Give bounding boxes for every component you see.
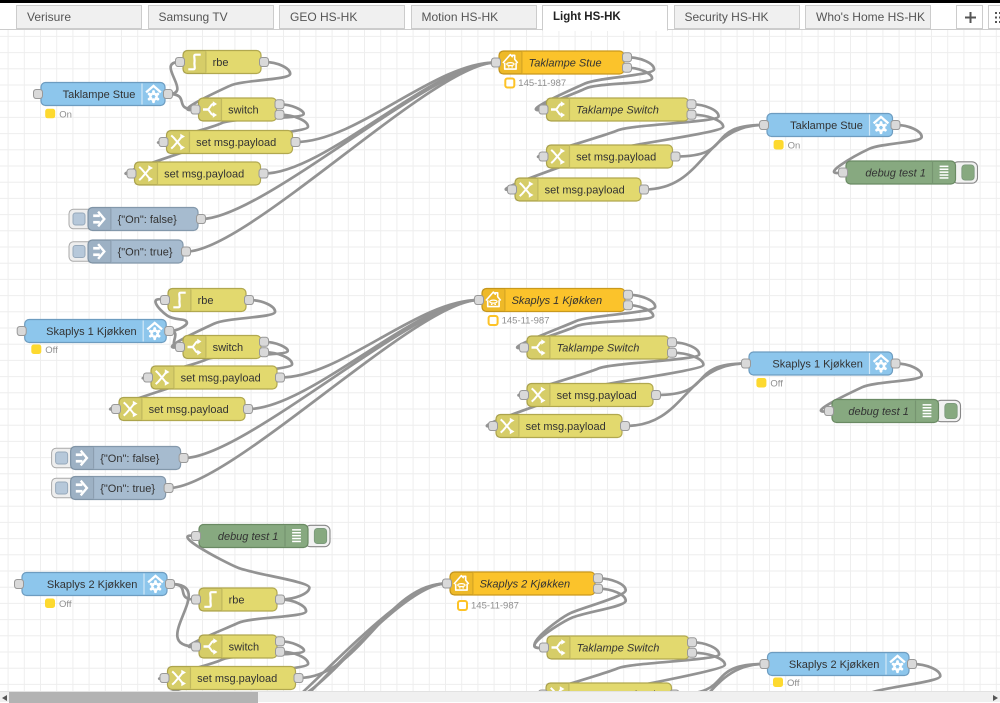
svg-text:set msg.payload: set msg.payload [149,404,229,416]
svg-text:Taklampe Stue: Taklampe Stue [790,120,863,132]
svg-text:rbe: rbe [213,57,229,69]
svg-text:rbe: rbe [229,595,245,607]
svg-text:145-11-987: 145-11-987 [471,601,519,612]
svg-text:set msg.payload: set msg.payload [181,373,261,385]
svg-text:rbe: rbe [198,295,214,307]
svg-text:Skaplys 1 Kjøkken: Skaplys 1 Kjøkken [512,295,602,307]
svg-text:Off: Off [59,599,72,610]
svg-text:set msg.payload: set msg.payload [526,421,606,433]
svg-text:switch: switch [229,642,260,654]
svg-text:set msg.payload: set msg.payload [576,152,656,164]
svg-text:Off: Off [45,345,58,356]
svg-text:Skaplys 2 Kjøkken: Skaplys 2 Kjøkken [47,579,137,591]
svg-text:Taklampe Switch: Taklampe Switch [577,643,660,655]
svg-text:debug test 1: debug test 1 [865,168,926,180]
svg-text:Skaplys 2 Kjøkken: Skaplys 2 Kjøkken [480,579,570,591]
svg-text:On: On [59,110,72,121]
svg-text:Skaplys 2 Kjøkken: Skaplys 2 Kjøkken [789,659,879,671]
svg-text:Taklampe Switch: Taklampe Switch [576,105,659,117]
svg-text:debug test 1: debug test 1 [218,531,279,543]
svg-text:set msg.payload: set msg.payload [197,673,277,685]
svg-text:debug test 1: debug test 1 [848,406,909,418]
svg-text:{"On": false}: {"On": false} [100,453,160,465]
svg-text:Taklampe Stue: Taklampe Stue [529,58,602,70]
svg-text:Taklampe Switch: Taklampe Switch [557,343,640,355]
svg-text:On: On [788,141,801,152]
svg-text:145-11-987: 145-11-987 [518,78,566,89]
svg-text:switch: switch [213,342,244,354]
svg-text:Off: Off [770,379,783,390]
svg-text:145-11-987: 145-11-987 [502,316,550,327]
svg-text:{"On": true}: {"On": true} [100,483,155,495]
svg-text:set msg.payload: set msg.payload [196,137,276,149]
svg-text:Skaplys 1 Kjøkken: Skaplys 1 Kjøkken [46,326,136,338]
svg-text:Skaplys 1 Kjøkken: Skaplys 1 Kjøkken [772,359,862,371]
svg-text:Off: Off [787,678,800,689]
svg-text:{"On": false}: {"On": false} [118,214,178,226]
svg-text:switch: switch [228,105,259,117]
svg-text:set msg.payload: set msg.payload [164,169,244,181]
svg-text:set msg.payload: set msg.payload [557,390,637,402]
svg-text:Taklampe Stue: Taklampe Stue [63,89,136,101]
svg-text:set msg.payload: set msg.payload [545,185,625,197]
svg-text:{"On": true}: {"On": true} [118,247,173,259]
